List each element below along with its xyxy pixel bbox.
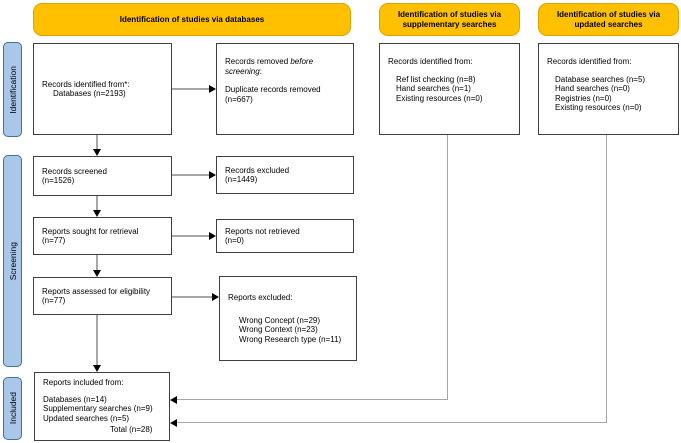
arrow-sought-to-not-retrieved-line [172, 235, 210, 237]
header-updated-searches: Identification of studies via updated se… [538, 3, 679, 36]
reports-excluded-item: Wrong Context (n=23) [239, 325, 318, 334]
stage-label-included-text: Included [7, 392, 18, 425]
box-records-identified-databases: Records identified from*: Databases (n=2… [33, 43, 172, 135]
arrow-sought-to-assessed-head [93, 270, 101, 277]
reports-included-item: Databases (n=14) [43, 394, 107, 404]
box-reports-not-retrieved: Reports not retrieved (n=0) [216, 219, 354, 253]
connector-updated-vertical [606, 135, 607, 423]
stage-label-screening: Screening [3, 155, 22, 367]
stage-label-identification-text: Identification [7, 65, 18, 114]
arrow-assessed-to-reports-excluded-line [172, 296, 212, 298]
box-supplementary-identified: Records identified from: Ref list checki… [379, 43, 520, 135]
box-records-removed: Records removed before screening: Duplic… [216, 43, 354, 135]
arrow-screened-to-sought-head [93, 210, 101, 217]
records-identified-item: Databases (n=2193) [53, 89, 126, 98]
records-screened-line2: (n=1526) [42, 176, 75, 185]
reports-included-title: Reports included from: [43, 378, 124, 387]
box-reports-included: Reports included from: Databases (n=14) … [34, 372, 170, 441]
connector-supplementary-head [170, 396, 177, 404]
reports-not-retrieved-line2: (n=0) [225, 236, 244, 245]
arrow-sought-to-assessed-line [96, 255, 98, 270]
supplementary-identified-item: Existing resources (n=0) [396, 93, 483, 103]
arrow-identified-to-screened-line [96, 135, 98, 150]
arrow-sought-to-not-retrieved-head [209, 232, 216, 240]
connector-supplementary-vertical [447, 135, 448, 400]
header-supplementary-searches: Identification of studies via supplement… [379, 3, 520, 36]
supplementary-identified-item: Ref list checking (n=8) [396, 74, 476, 84]
box-reports-excluded: Reports excluded: Wrong Concept (n=29) W… [219, 276, 357, 361]
arrow-screened-to-excluded-line [172, 174, 210, 176]
reports-sought-line1: Reports sought for retrieval [42, 226, 139, 236]
records-identified-title: Records identified from*: [42, 79, 130, 89]
arrow-assessed-to-included-line [96, 315, 98, 365]
records-removed-title: Records removed before screening: [217, 57, 353, 76]
arrow-identified-to-removed-line [172, 88, 210, 90]
box-reports-sought: Reports sought for retrieval (n=77) [33, 217, 172, 255]
arrow-identified-to-screened-head [93, 149, 101, 156]
connector-updated-horizontal [177, 422, 607, 423]
arrow-assessed-to-included-head [93, 365, 101, 372]
records-removed-title-post: : [259, 66, 262, 76]
arrow-assessed-to-reports-excluded-head [212, 293, 219, 301]
updated-identified-title: Records identified from: [547, 57, 632, 66]
updated-identified-item: Database searches (n=5) [555, 74, 646, 84]
records-removed-title-italic: before screening [225, 57, 314, 76]
records-removed-title-pre: Records removed [225, 57, 291, 66]
reports-assessed-line2: (n=77) [42, 296, 66, 305]
reports-assessed-line1: Reports assessed for eligibility [42, 286, 151, 296]
records-removed-item: Duplicate records removed (n=667) [225, 85, 321, 104]
reports-included-total: Total (n=28) [110, 425, 153, 434]
records-excluded-line2: (n=1449) [225, 175, 258, 184]
stage-label-identification: Identification [3, 42, 22, 137]
connector-updated-head [170, 419, 177, 427]
updated-identified-item: Registries (n=0) [555, 93, 612, 103]
supplementary-identified-item: Hand searches (n=1) [396, 84, 471, 93]
connector-supplementary-horizontal [177, 399, 448, 400]
arrow-screened-to-sought-line [96, 196, 98, 210]
updated-identified-item: Hand searches (n=0) [555, 84, 630, 93]
box-records-excluded: Records excluded (n=1449) [216, 156, 354, 194]
reports-not-retrieved-line1: Reports not retrieved [225, 226, 300, 236]
records-excluded-line1: Records excluded [225, 165, 290, 175]
reports-excluded-title: Reports excluded: [228, 293, 293, 302]
reports-included-item: Supplementary searches (n=9) [43, 404, 153, 413]
arrow-identified-to-removed-head [209, 85, 216, 93]
reports-sought-line2: (n=77) [42, 236, 66, 245]
header-databases: Identification of studies via databases [33, 3, 351, 36]
records-screened-line1: Records screened [42, 166, 107, 176]
reports-excluded-item: Wrong Concept (n=29) [239, 315, 321, 325]
stage-label-included: Included [3, 377, 22, 440]
box-records-screened: Records screened (n=1526) [33, 156, 172, 196]
reports-excluded-item: Wrong Research type (n=11) [239, 334, 342, 344]
box-reports-assessed: Reports assessed for eligibility (n=77) [33, 277, 172, 315]
stage-label-screening-text: Screening [7, 241, 18, 281]
box-updated-identified: Records identified from: Database search… [538, 43, 679, 135]
updated-identified-item: Existing resources (n=0) [555, 103, 642, 112]
arrow-screened-to-excluded-head [209, 171, 216, 179]
reports-included-item: Updated searches (n=5) [43, 413, 130, 423]
supplementary-identified-title: Records identified from: [388, 57, 473, 66]
